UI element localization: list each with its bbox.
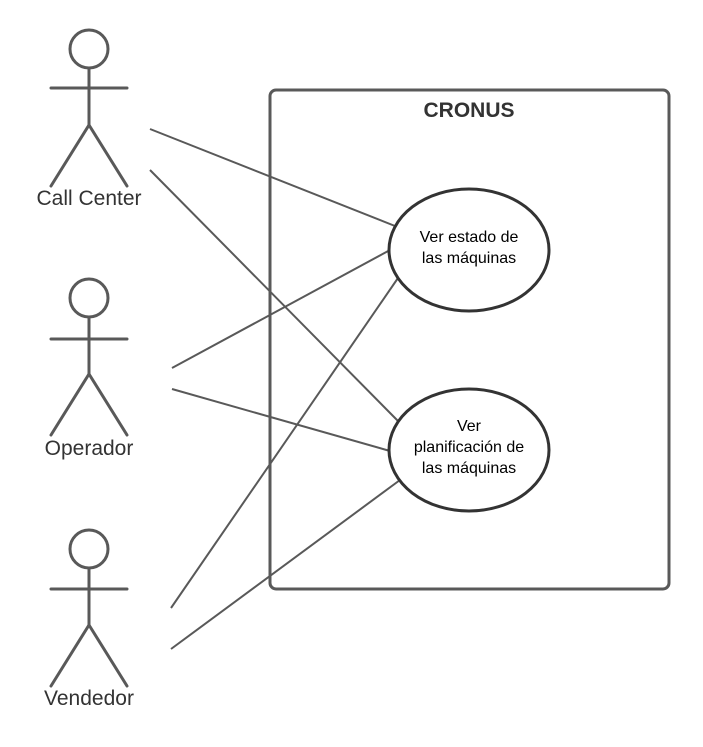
use-case-label-line: Ver estado de bbox=[420, 229, 519, 246]
use-case-label-line: las máquinas bbox=[422, 250, 516, 267]
actor-vendedor[interactable]: Vendedor bbox=[44, 528, 134, 710]
association-lines bbox=[149, 128, 401, 650]
association-call-center-ver-estado bbox=[149, 128, 396, 227]
system-box bbox=[268, 88, 671, 591]
association-vendedor-ver-estado bbox=[170, 277, 399, 609]
actor-label: Vendedor bbox=[44, 687, 134, 710]
system-title: CRONUS bbox=[423, 99, 514, 122]
use-case-ellipse bbox=[387, 387, 551, 513]
association-operador-ver-planificacion bbox=[171, 388, 391, 452]
use-case-ver-planificacion[interactable]: Ver planificación de las máquinas bbox=[387, 387, 551, 513]
use-case-ellipse bbox=[387, 187, 551, 313]
use-case-label-line: las máquinas bbox=[422, 460, 516, 477]
actor-operador[interactable]: Operador bbox=[45, 277, 134, 460]
association-operador-ver-estado bbox=[171, 249, 391, 369]
stick-figure-icon bbox=[49, 28, 129, 188]
use-case-ver-estado[interactable]: Ver estado de las máquinas bbox=[387, 187, 551, 313]
system-boundary: CRONUS bbox=[268, 88, 671, 591]
association-vendedor-ver-planificacion bbox=[170, 479, 401, 650]
actor-label: Call Center bbox=[36, 187, 141, 210]
association-call-center-ver-planificacion bbox=[149, 169, 399, 422]
actor-label: Operador bbox=[45, 437, 134, 460]
use-case-label-line: planificación de bbox=[414, 439, 524, 456]
stick-figure-icon bbox=[49, 528, 129, 688]
use-case-label-line: Ver bbox=[457, 418, 482, 435]
stick-figure-icon bbox=[49, 277, 129, 437]
actor-call-center[interactable]: Call Center bbox=[36, 28, 142, 210]
